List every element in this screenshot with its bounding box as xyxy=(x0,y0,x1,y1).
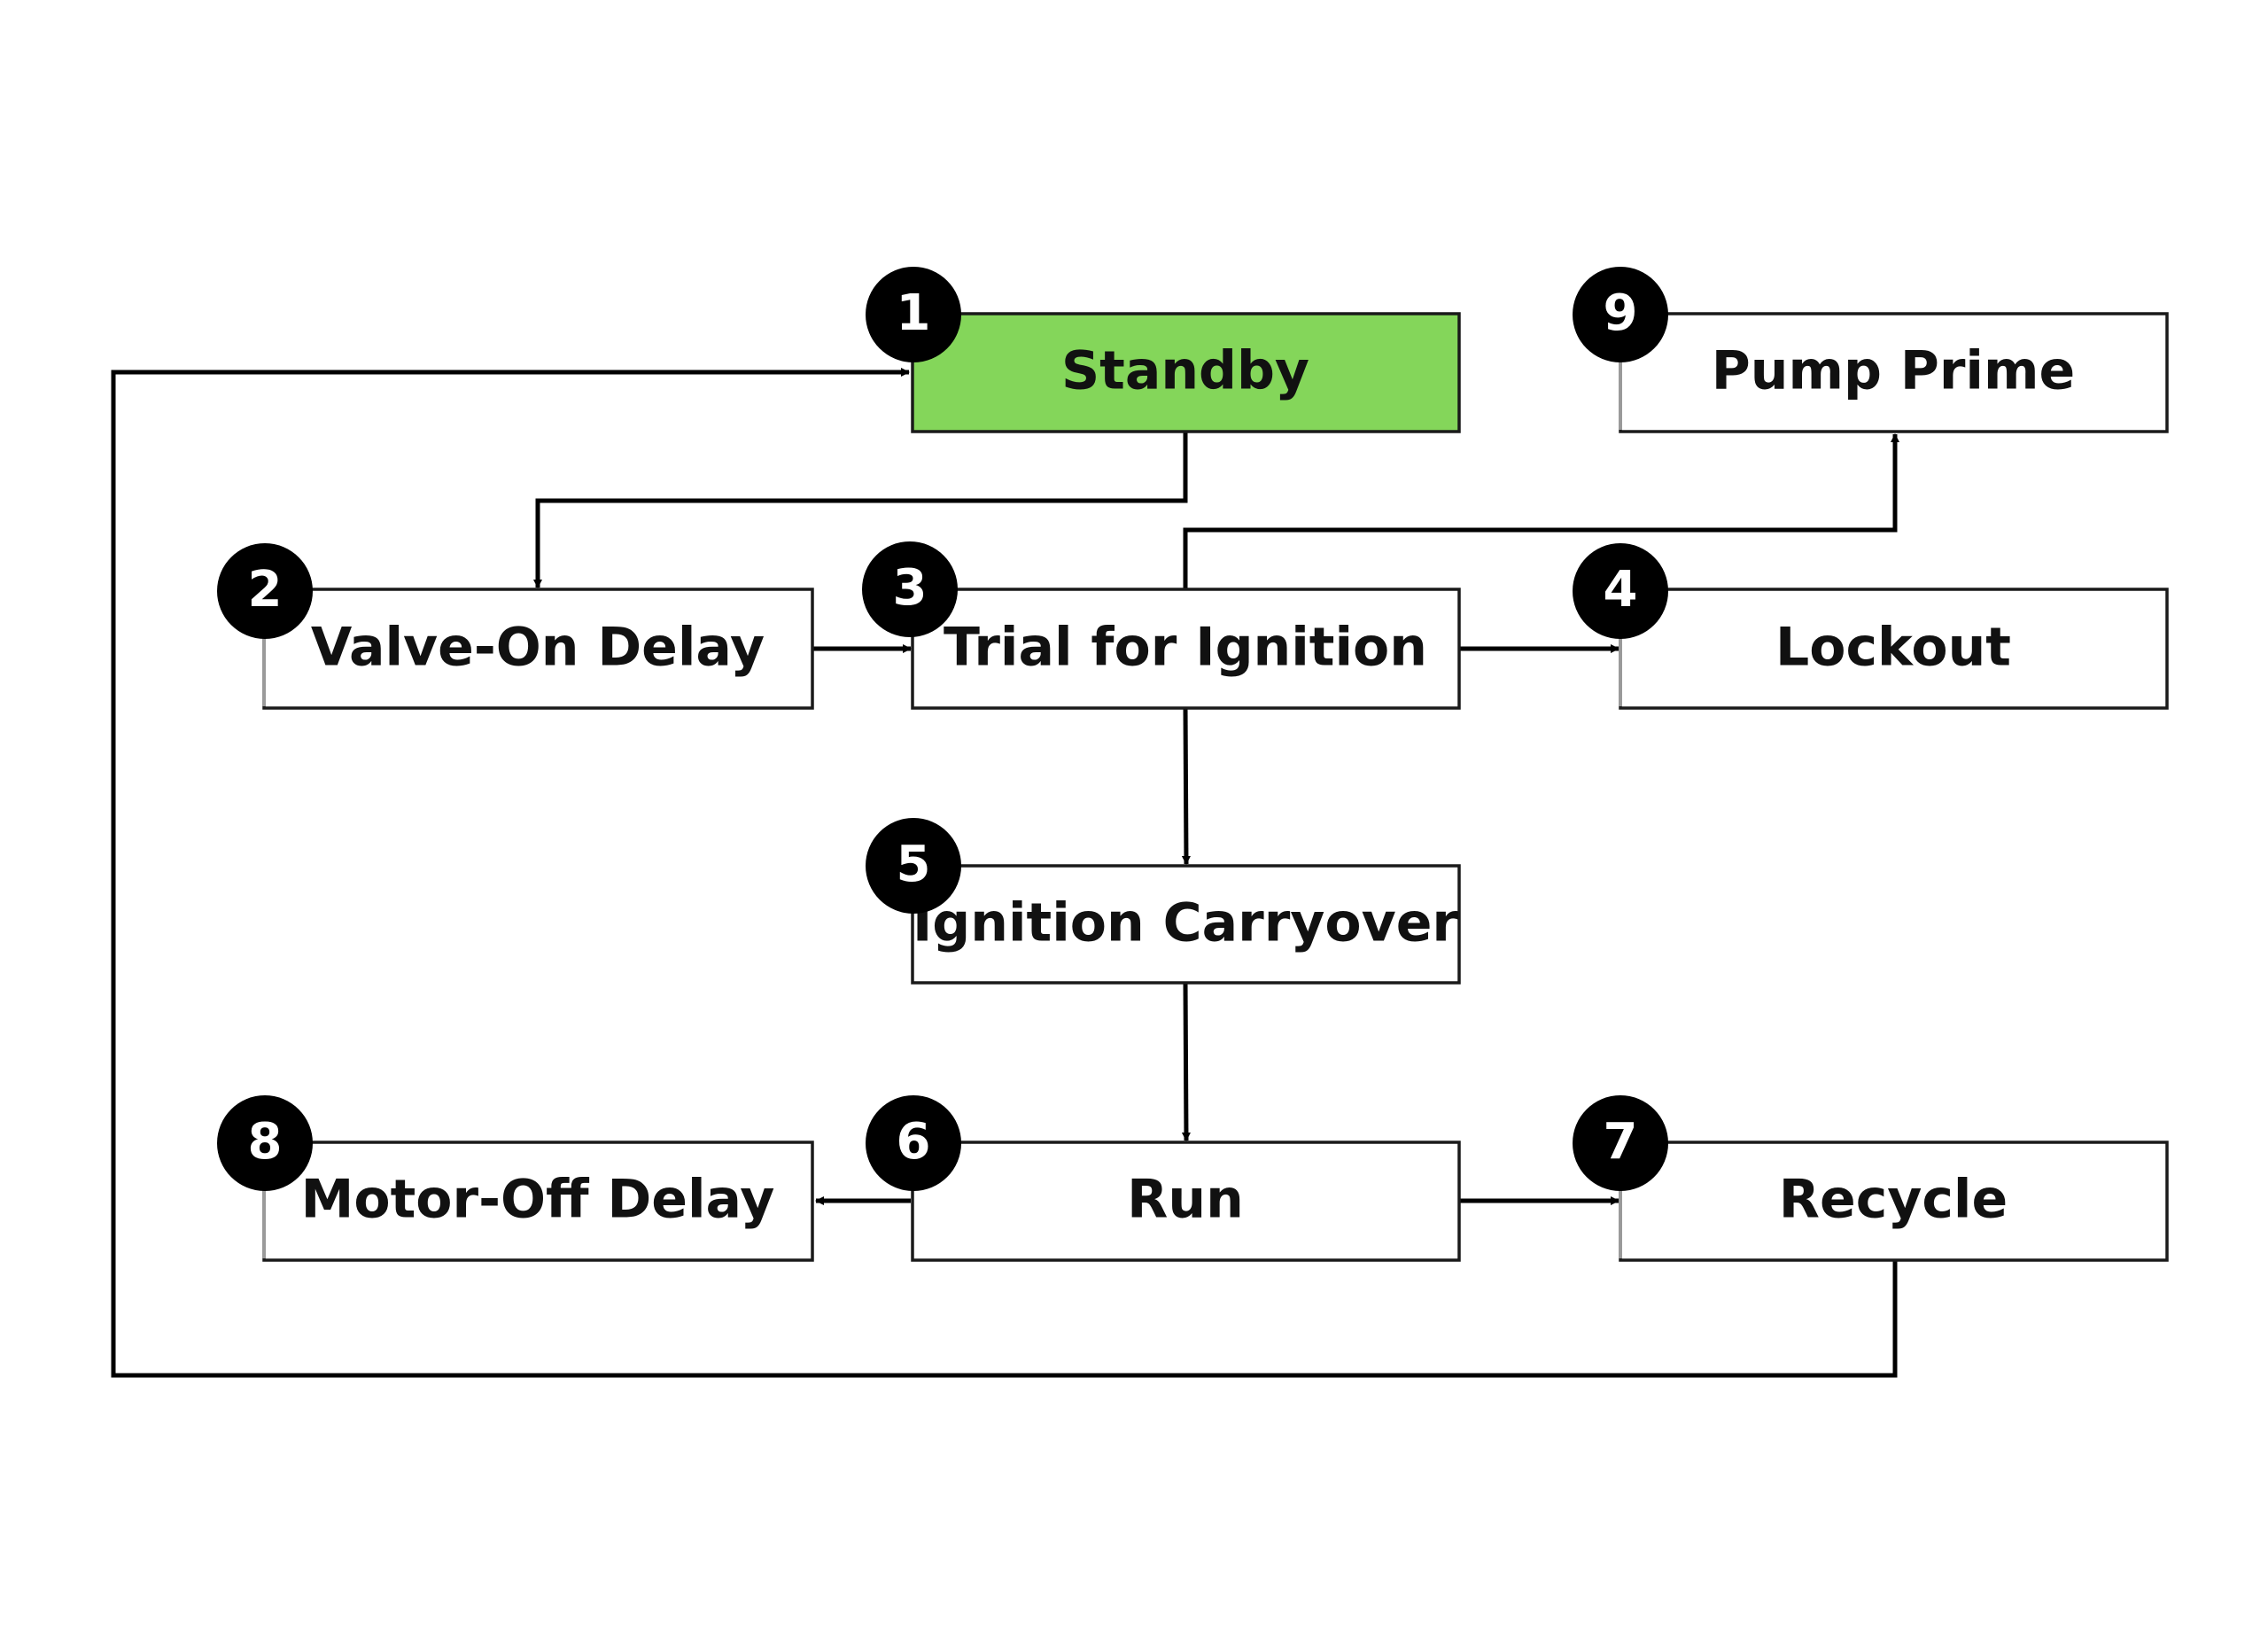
state-badge-motor-off-delay xyxy=(217,1095,313,1191)
connector-trial-to-pump-prime xyxy=(1183,433,1899,589)
state-lockout[interactable]: Lockout 4 xyxy=(1573,543,2169,710)
state-box-run xyxy=(911,1141,1461,1262)
state-number-motor-off-delay: 8 xyxy=(248,1113,283,1171)
state-badge-valve-on-delay xyxy=(217,543,313,639)
state-label-recycle: Recycle xyxy=(1779,1169,2008,1231)
state-label-trial-for-ignition: Trial for Ignition xyxy=(944,617,1427,679)
state-badge-lockout xyxy=(1573,543,1668,639)
state-valve-on-delay[interactable]: Valve-On Delay 2 xyxy=(217,543,814,710)
state-badge-pump-prime xyxy=(1573,267,1668,362)
state-motor-off-delay[interactable]: Motor-Off Delay 8 xyxy=(217,1095,814,1262)
connector-standby-to-valve-on-delay xyxy=(533,432,1188,588)
state-box-standby xyxy=(911,312,1461,433)
state-pump-prime[interactable]: Pump Prime 9 xyxy=(1573,267,2169,433)
state-label-ignition-carryover: Ignition Carryover xyxy=(913,892,1458,954)
state-badge-trial-for-ignition xyxy=(862,541,958,637)
state-badge-standby xyxy=(866,267,961,362)
state-box-lockout xyxy=(1619,588,2169,710)
state-badge-recycle xyxy=(1573,1095,1668,1191)
state-number-ignition-carryover: 5 xyxy=(897,836,931,893)
state-label-pump-prime: Pump Prime xyxy=(1712,340,2075,402)
state-box-valve-on-delay xyxy=(262,588,814,710)
state-number-trial-for-ignition: 3 xyxy=(893,559,928,617)
state-box-ignition-carryover xyxy=(911,864,1461,985)
connectors xyxy=(111,368,1899,1378)
state-badge-ignition-carryover xyxy=(866,818,961,914)
state-label-motor-off-delay: Motor-Off Delay xyxy=(301,1169,775,1231)
state-label-valve-on-delay: Valve-On Delay xyxy=(311,617,765,679)
state-boxes: Standby 1 Pump Prime 9 Valve-On Delay 2 … xyxy=(217,267,2169,1262)
state-run[interactable]: Run 6 xyxy=(866,1095,1461,1262)
connector-carryover-to-run xyxy=(1181,982,1191,1141)
state-label-standby: Standby xyxy=(1061,340,1309,402)
state-number-recycle: 7 xyxy=(1604,1113,1638,1171)
state-label-lockout: Lockout xyxy=(1775,617,2011,679)
connector-trial-to-ignition-carryover xyxy=(1181,707,1191,865)
state-ignition-carryover[interactable]: Ignition Carryover 5 xyxy=(866,818,1461,985)
state-trial-for-ignition[interactable]: Trial for Ignition 3 xyxy=(862,541,1461,710)
state-number-valve-on-delay: 2 xyxy=(248,561,283,619)
state-number-pump-prime: 9 xyxy=(1604,284,1638,342)
state-label-run: Run xyxy=(1127,1169,1244,1231)
state-badge-run xyxy=(866,1095,961,1191)
state-box-trial-for-ignition xyxy=(911,588,1461,710)
state-box-motor-off-delay xyxy=(262,1141,814,1262)
state-number-lockout: 4 xyxy=(1604,561,1638,619)
state-number-run: 6 xyxy=(897,1113,931,1171)
state-recycle[interactable]: Recycle 7 xyxy=(1573,1095,2169,1262)
connector-recycle-to-standby xyxy=(111,368,1898,1378)
state-standby[interactable]: Standby 1 xyxy=(866,267,1461,433)
state-number-standby: 1 xyxy=(897,284,931,342)
